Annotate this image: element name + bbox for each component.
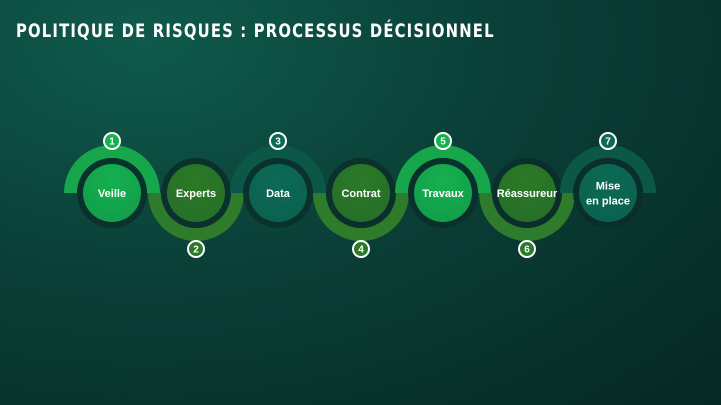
step-arc (479, 193, 575, 241)
step-arc (148, 193, 244, 241)
step-label: Réassureur (497, 188, 558, 200)
step-label: en place (586, 196, 630, 208)
step-number-badge (269, 132, 287, 150)
step-label: Veille (98, 188, 126, 200)
step-arc (64, 145, 160, 193)
step-number: 2 (193, 245, 199, 256)
step-circle (414, 164, 472, 222)
step-arc (395, 145, 491, 193)
step-label: Data (266, 188, 291, 200)
slide-title: POLITIQUE DE RISQUES : PROCESSUS DÉCISIO… (16, 20, 495, 42)
step-circle (83, 164, 141, 222)
step-arc (313, 193, 409, 241)
step-label: Travaux (422, 188, 464, 200)
step-label: Contrat (341, 188, 380, 200)
step-number-badge (352, 240, 370, 258)
step-number: 6 (524, 245, 530, 256)
step-number: 3 (275, 137, 281, 148)
step-arc (230, 145, 326, 193)
step-number-badge (187, 240, 205, 258)
step-circle (249, 164, 307, 222)
step-label: Experts (176, 188, 216, 200)
step-circle (167, 164, 225, 222)
step-arc (560, 145, 656, 193)
step-number: 7 (605, 137, 611, 148)
step-number: 4 (358, 245, 364, 256)
step-number: 5 (440, 137, 446, 148)
step-circle (332, 164, 390, 222)
step-label: Mise (596, 181, 620, 193)
step-number-badge (434, 132, 452, 150)
step-number-badge (599, 132, 617, 150)
step-circle (579, 164, 637, 222)
step-number-badge (103, 132, 121, 150)
step-number: 1 (109, 137, 115, 148)
step-circle (498, 164, 556, 222)
step-number-badge (518, 240, 536, 258)
